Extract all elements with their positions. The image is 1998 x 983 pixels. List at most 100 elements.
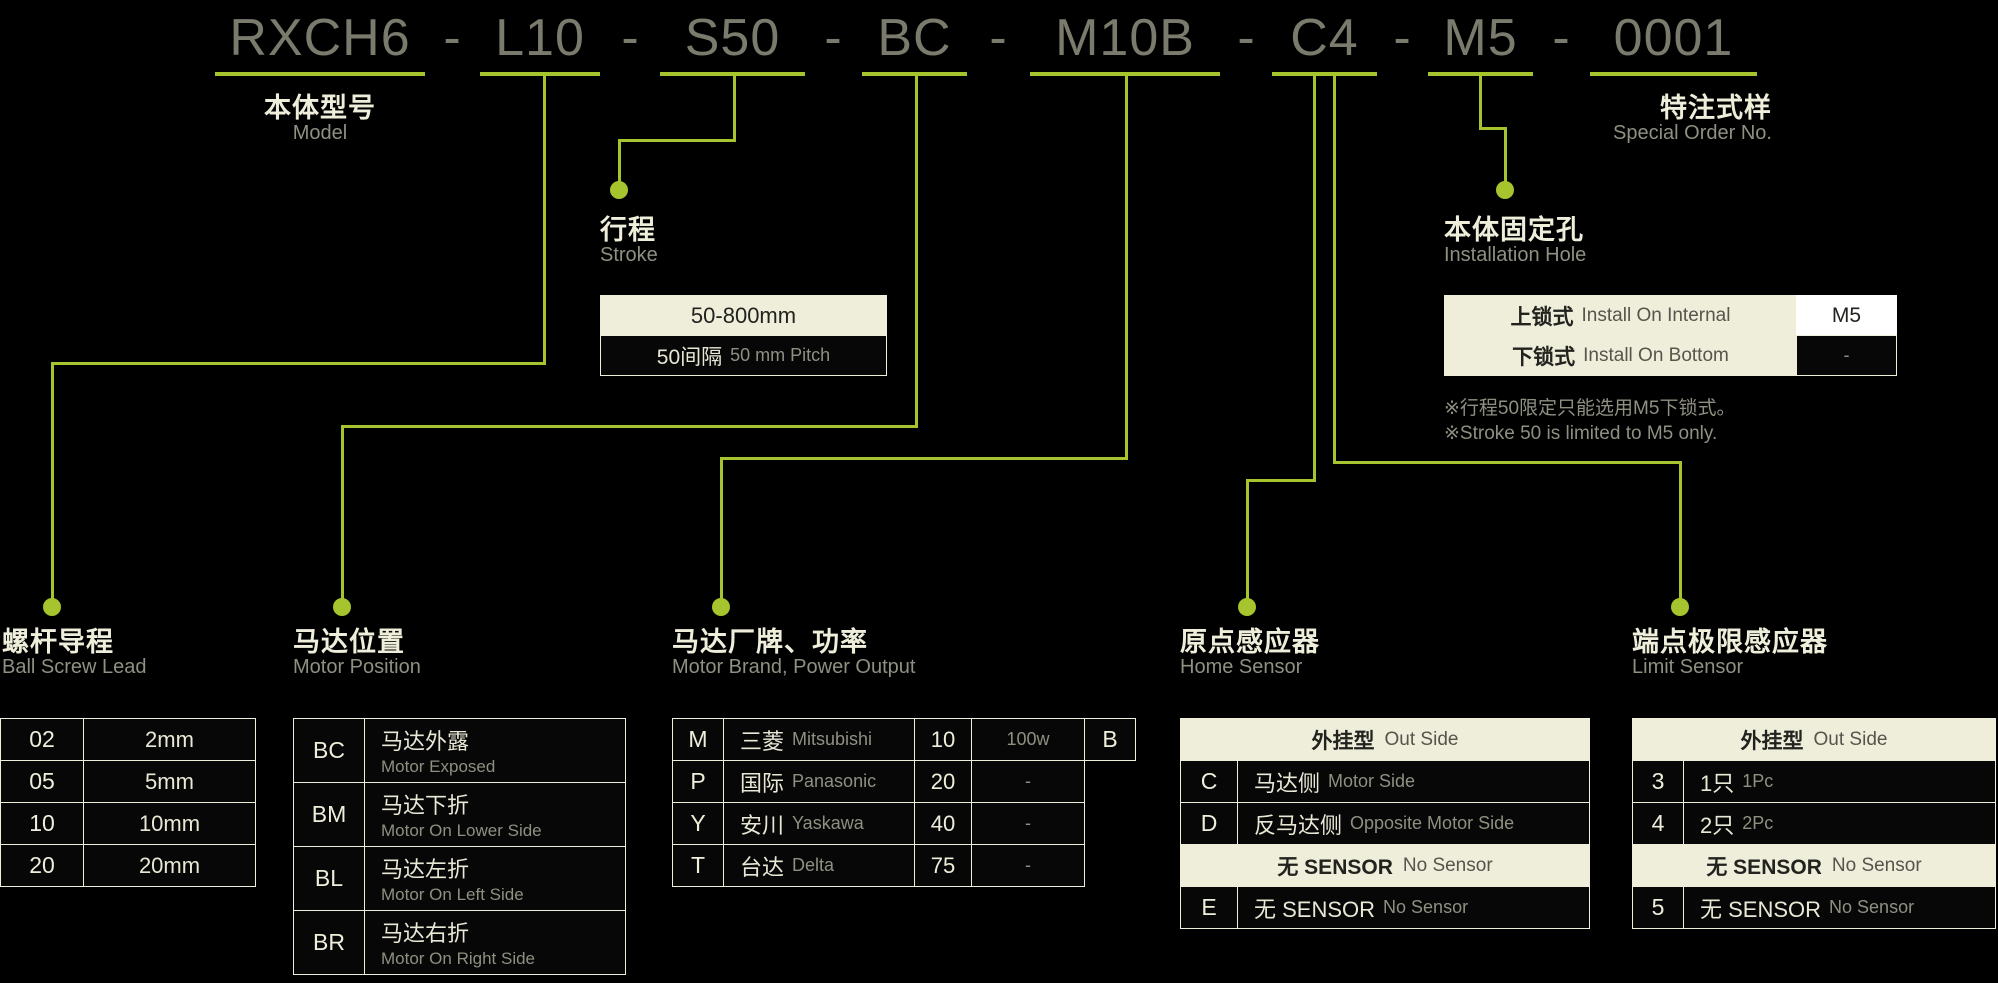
lead-code-cell: 05	[0, 760, 84, 803]
special-order-label-en: Special Order No.	[1613, 122, 1772, 144]
model-code-text: L10	[495, 9, 585, 67]
position-code-cell: BR	[293, 910, 365, 975]
lead-value: 2mm	[145, 726, 194, 752]
segment-underline	[480, 72, 600, 76]
model-code-separator: -	[989, 9, 1007, 67]
lead-value-cell: 20mm	[83, 844, 256, 887]
motor-position-table: BC 马达外露 Motor Exposed BM 马达下折 Motor On L…	[293, 718, 626, 975]
stroke-range: 50-800mm	[690, 302, 797, 328]
brand-code-cell: T	[672, 844, 724, 887]
model-code-segment: L10	[480, 4, 600, 76]
install-note-en: ※Stroke 50 is limited to M5 only.	[1444, 423, 1718, 444]
table-row: 上锁式 Install On Internal M5	[1444, 295, 1897, 336]
brand-name-zh: 三菱	[740, 728, 785, 754]
brand-code: T	[690, 852, 706, 878]
stroke-range-cell: 50-800mm	[600, 295, 887, 336]
model-code-segment: S50	[660, 4, 805, 76]
brand-name-zh: 国际	[740, 770, 785, 796]
install-type-en: Install On Internal	[1581, 304, 1731, 326]
sensor-code-cell: 3	[1632, 760, 1684, 803]
installation-hole-table: 上锁式 Install On Internal M5 下锁式 Install O…	[1444, 295, 1897, 376]
table-row: E 无 SENSOR No Sensor	[1180, 886, 1590, 929]
stroke-title-zh: 行程	[600, 215, 656, 245]
sensor-code: D	[1200, 810, 1218, 836]
position-desc-en: Motor On Right Side	[381, 949, 536, 968]
sensor-divider-en: No Sensor	[1402, 854, 1493, 876]
brand-name-zh: 安川	[740, 812, 785, 838]
position-code: BR	[313, 929, 345, 955]
power-value: -	[1025, 813, 1031, 833]
position-code: BM	[311, 801, 347, 827]
model-code-text: M5	[1443, 9, 1518, 67]
brand-name-en: Delta	[792, 855, 835, 875]
model-code-text: M10B	[1055, 9, 1195, 67]
segment-underline	[1030, 72, 1220, 76]
connector-line	[341, 425, 344, 600]
table-row: P 国际 Panasonic 20 -	[672, 760, 1140, 803]
connector-line	[1679, 461, 1682, 600]
sensor-code-cell: D	[1180, 802, 1238, 845]
junction-dot	[333, 598, 351, 616]
connector-line	[1246, 479, 1249, 600]
limit-sensor-title-en: Limit Sensor	[1632, 656, 1744, 678]
sensor-divider-en: No Sensor	[1831, 854, 1922, 876]
brand-code-cell: M	[672, 718, 724, 761]
model-label-en: Model	[292, 122, 348, 144]
sensor-desc-en: 2Pc	[1742, 813, 1774, 833]
table-row: 50间隔 50 mm Pitch	[600, 335, 887, 376]
model-label-zh: 本体型号	[264, 93, 376, 123]
position-desc-en: Motor Exposed	[381, 757, 496, 776]
stroke-pitch-cell: 50间隔 50 mm Pitch	[600, 335, 887, 376]
stroke-pitch-zh: 50间隔	[656, 345, 723, 369]
lead-value-cell: 2mm	[83, 718, 256, 761]
lead-value: 5mm	[145, 768, 194, 794]
connector-line	[1504, 127, 1507, 183]
connector-line	[1125, 76, 1128, 460]
brand-name-cell: 国际 Panasonic	[723, 760, 915, 803]
sensor-header-cell: 外挂型 Out Side	[1632, 718, 1996, 761]
position-desc-zh: 马达右折	[381, 921, 470, 946]
junction-dot	[1671, 598, 1689, 616]
sensor-divider-zh: 无 SENSOR	[1706, 855, 1822, 879]
position-desc-zh: 马达下折	[381, 793, 470, 818]
power-code-cell: 20	[914, 760, 972, 803]
brand-code-cell: Y	[672, 802, 724, 845]
junction-dot	[712, 598, 730, 616]
table-row: 下锁式 Install On Bottom -	[1444, 335, 1897, 376]
table-row: 外挂型 Out Side	[1180, 718, 1590, 761]
table-row: 50-800mm	[600, 295, 887, 336]
sensor-desc-zh: 1只	[1700, 770, 1735, 796]
table-row: 3 1只 1Pc	[1632, 760, 1996, 803]
lead-value-cell: 10mm	[83, 802, 256, 845]
brand-name-cell: 三菱 Mitsubishi	[723, 718, 915, 761]
motor-position-title-en: Motor Position	[293, 656, 421, 678]
position-desc-en: Motor On Lower Side	[381, 821, 542, 840]
model-code-segment: BC	[862, 4, 967, 76]
sensor-desc-en: 1Pc	[1742, 771, 1774, 791]
table-row: D 反马达侧 Opposite Motor Side	[1180, 802, 1590, 845]
sensor-code: 4	[1651, 810, 1665, 836]
table-row: 20 20mm	[0, 844, 256, 887]
connector-line	[1246, 479, 1316, 482]
brand-code: Y	[690, 810, 706, 836]
installation-hole-title-zh: 本体固定孔	[1444, 215, 1584, 245]
ball-screw-lead-title-zh: 螺杆导程	[2, 627, 114, 657]
lead-code: 20	[29, 852, 55, 878]
connector-line	[51, 362, 54, 600]
sensor-desc-en: No Sensor	[1383, 897, 1469, 917]
sensor-desc-en: Motor Side	[1328, 771, 1416, 791]
model-code-separator: -	[621, 9, 639, 67]
connector-line	[720, 457, 723, 600]
special-order-label-zh: 特注式样	[1660, 93, 1772, 123]
connector-line	[1479, 76, 1482, 130]
sensor-code: 5	[1651, 894, 1665, 920]
position-code: BC	[313, 737, 345, 763]
sensor-code-cell: 4	[1632, 802, 1684, 845]
model-code-separator: -	[1393, 9, 1411, 67]
install-value: M5	[1831, 303, 1862, 327]
brand-code: M	[688, 726, 708, 752]
model-code-separator: -	[1237, 9, 1255, 67]
sensor-desc-cell: 1只 1Pc	[1683, 760, 1996, 803]
connector-line	[341, 425, 918, 428]
